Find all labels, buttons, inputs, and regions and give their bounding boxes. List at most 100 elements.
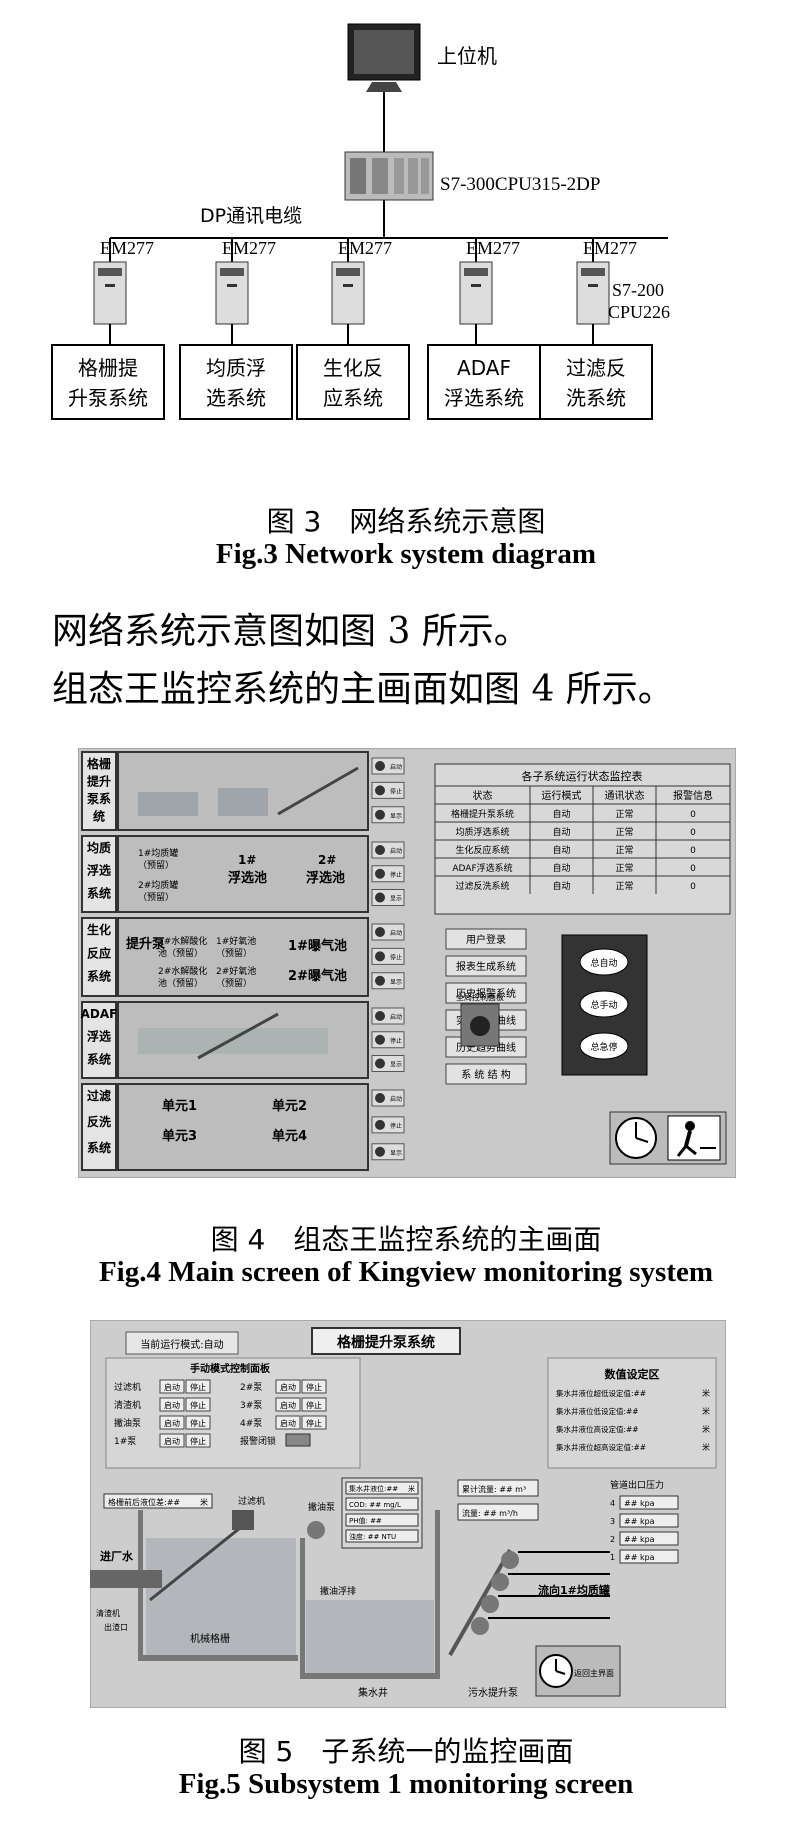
grid-level-unit: 米 (200, 1497, 208, 1507)
setting-label: 集水井液位超高设定值:## (556, 1442, 646, 1452)
pressure-title: 管道出口压力 (610, 1479, 664, 1491)
pump-icon (481, 1595, 499, 1613)
stop-button[interactable]: 停止 (185, 1433, 211, 1448)
menu-button[interactable]: 系 统 结 构 (445, 1063, 527, 1085)
row-control-button[interactable]: 停止 (371, 865, 405, 883)
stop-button[interactable]: 停止 (185, 1415, 211, 1430)
row-control-button[interactable]: 停止 (371, 947, 405, 965)
fig3-caption-cn: 图 3 网络系统示意图 (266, 505, 546, 538)
row-control-button[interactable]: 显示 (371, 1055, 405, 1072)
plc-icon (344, 151, 434, 201)
menu-button[interactable]: 历史报警系统 (445, 982, 527, 1004)
mode-button[interactable]: 总自动 (579, 948, 629, 976)
table-cell: 正常 (615, 862, 633, 874)
start-button[interactable]: 启动 (275, 1379, 301, 1394)
subsystem-line1: ADAF (457, 356, 511, 380)
svg-text:池（预留）: 池（预留） (158, 977, 203, 989)
start-button[interactable]: 启动 (159, 1379, 185, 1394)
row-label: 浮选 (87, 863, 111, 878)
stop-button[interactable]: 停止 (301, 1397, 327, 1412)
em277-label: EM277 (338, 238, 392, 258)
mode-button[interactable]: 总手动 (579, 990, 629, 1018)
menu-button[interactable]: 用户登录 (445, 928, 527, 950)
stop-button[interactable]: 停止 (301, 1415, 327, 1430)
start-button[interactable]: 启动 (159, 1415, 185, 1430)
flow-rate: 流量: ## m³/h (462, 1508, 518, 1518)
pressure-value: ## kpa (624, 1535, 655, 1544)
device-label: 2#泵 (240, 1382, 262, 1393)
start-button[interactable]: 启动 (275, 1415, 301, 1430)
pressure-value: ## kpa (624, 1553, 655, 1562)
subsystem-line1: 过滤反 (566, 356, 626, 380)
table-cell: 自动 (552, 826, 570, 838)
row-label: 系统 (87, 885, 111, 900)
table-header: 运行模式 (542, 789, 582, 802)
subsystem-box: 过滤反洗系统 (539, 344, 653, 420)
row-button-label: 停止 (390, 871, 402, 879)
row-button-label: 启动 (390, 763, 402, 771)
row-button-label: 显示 (390, 979, 402, 986)
menu-button[interactable]: 报表生成系统 (445, 955, 527, 977)
start-button[interactable]: 启动 (159, 1397, 185, 1412)
filter-machine-icon (232, 1510, 254, 1530)
menu-button-label: 系 统 结 构 (461, 1068, 511, 1081)
row-control-button[interactable]: 显示 (371, 972, 405, 990)
readout-unit: 米 (408, 1484, 415, 1493)
row-control-button[interactable]: 启动 (371, 923, 405, 941)
row-control-button[interactable]: 启动 (371, 841, 405, 859)
skimmer-label: 撇油泵 (308, 1501, 335, 1513)
row-label: 提升 (87, 774, 111, 789)
row-control-button[interactable]: 启动 (371, 1007, 405, 1025)
table-cell: 自动 (552, 862, 570, 874)
exit-icon[interactable] (667, 1115, 721, 1161)
stop-button[interactable]: 停止 (185, 1379, 211, 1394)
row-button-label: 显示 (390, 1062, 402, 1069)
emergency-stop-button[interactable] (470, 1016, 490, 1036)
alarm-lock-toggle[interactable] (285, 1433, 311, 1447)
row-control-button[interactable]: 停止 (371, 781, 405, 799)
subsystem-box: ADAF 浮选系统 (427, 344, 541, 420)
clock-icon (535, 1645, 621, 1697)
return-button[interactable]: 返回主界面 (574, 1668, 614, 1678)
start-button[interactable]: 启动 (275, 1397, 301, 1412)
svg-text:启动: 启动 (164, 1436, 180, 1446)
pressure-index: 1 (610, 1553, 615, 1562)
svg-text:池（预留）: 池（预留） (158, 947, 203, 959)
menu-button-label: 报表生成系统 (456, 960, 516, 973)
row-control-button[interactable]: 启动 (371, 757, 405, 775)
svg-text:1#曝气池: 1#曝气池 (288, 938, 347, 954)
row-control-button[interactable]: 显示 (371, 889, 405, 906)
table-cell: 格栅提升泵系统 (451, 808, 514, 820)
row-control-button[interactable]: 停止 (371, 1031, 405, 1049)
row-control-button[interactable]: 显示 (371, 806, 405, 824)
mode-button-label: 总自动 (590, 957, 617, 969)
svg-text:1#水解酸化: 1#水解酸化 (158, 935, 207, 947)
row-control-button[interactable]: 显示 (371, 1143, 405, 1161)
stop-button[interactable]: 停止 (301, 1379, 327, 1394)
subsystem-line2: 应系统 (323, 386, 383, 410)
device-label: 3#泵 (240, 1400, 262, 1411)
em277-label: EM277 (222, 238, 276, 258)
subsystem1-screen: 当前运行模式:自动 格栅提升泵系统 手动模式控制面板 过滤机启动停止清渣机启动停… (90, 1320, 726, 1708)
pressure-index: 4 (610, 1499, 615, 1508)
subsystem-line2: 浮选系统 (444, 386, 524, 410)
em277-module-icon (215, 261, 249, 325)
fig4-caption-en: Fig.4 Main screen of Kingview monitoring… (98, 1256, 714, 1288)
row-control-button[interactable]: 停止 (371, 1116, 405, 1134)
row-label: ADAF (81, 1007, 118, 1021)
filter-label: 过滤机 (238, 1495, 265, 1507)
menu-button-label: 用户登录 (466, 933, 506, 946)
mode-button[interactable]: 总急停 (579, 1032, 629, 1060)
to-tank-label: 流向1#均质罐 (538, 1583, 610, 1597)
setting-label: 集水井液位高设定值:## (556, 1424, 639, 1434)
row-label: 系统 (87, 1051, 111, 1066)
stop-button[interactable]: 停止 (185, 1397, 211, 1412)
cable-label: DP通讯电缆 (200, 205, 302, 227)
row-control-button[interactable]: 启动 (371, 1089, 405, 1107)
start-button[interactable]: 启动 (159, 1433, 185, 1448)
em277-label: EM277 (583, 238, 637, 258)
table-cell: 自动 (552, 808, 570, 820)
skimmer-icon (307, 1521, 325, 1539)
row-label: 系统 (87, 1140, 111, 1155)
